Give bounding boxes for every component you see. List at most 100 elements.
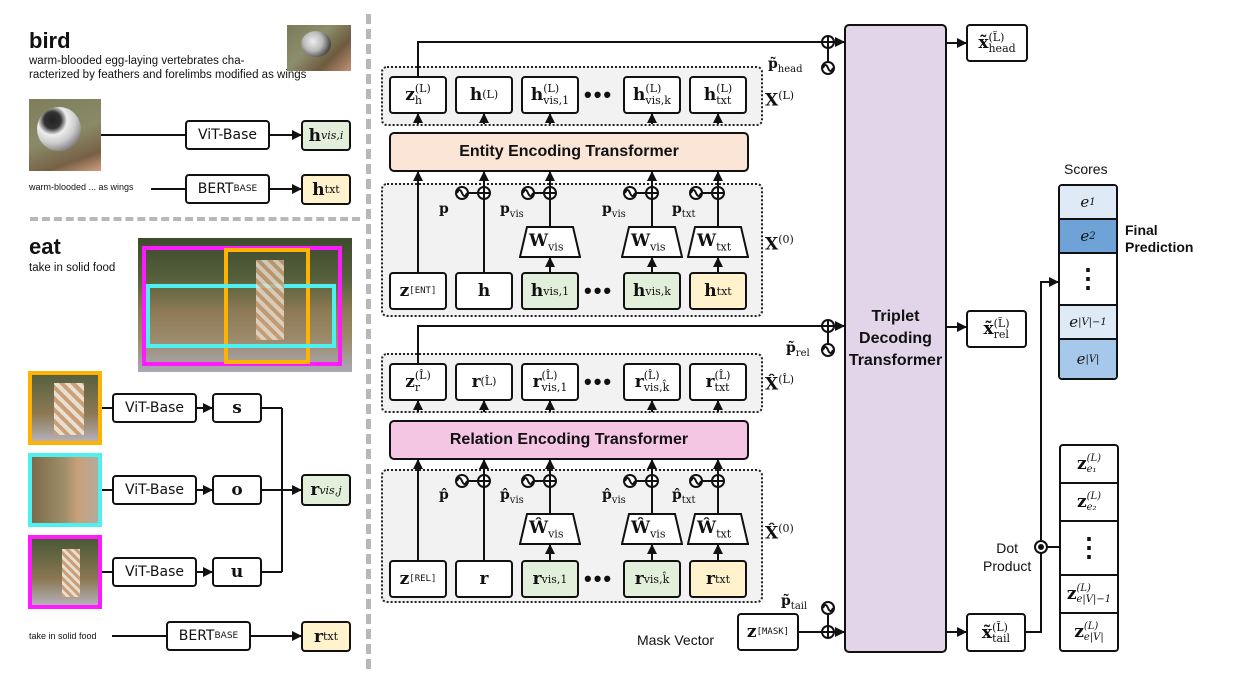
relation-output-token-sup: (L̂) [541,369,558,382]
relation-input-token-sub: vis,k̂ [643,572,670,586]
ellipsis: ••• [584,566,614,591]
relation-output-token-sup: (L̂) [643,369,660,382]
subject-bbox [224,248,310,364]
embedding-base: z [1076,454,1087,474]
relation-output-token: r(L̂)vis,1 [521,363,579,401]
entity-position-sub: vis [509,208,524,220]
entity-input-token-base: h [477,281,491,301]
ellipsis: ••• [584,278,614,303]
entity-output-token-base: h [633,85,646,105]
entity-vit-encoder: ViT-Base [185,120,270,150]
rel-position-sub: rel [795,347,810,359]
relation-output-sequence-label: X̂(L̂) [765,373,794,395]
entity-position-base: p [500,201,510,217]
tail-output-sub: tail [992,631,1011,645]
relation-input-token-sub: txt [714,572,730,586]
relation-output-token-sup: (L̂) [414,369,431,382]
object-crop [28,453,102,527]
relation-projection-base: Ŵ [631,518,651,538]
relation-position-label: p̂ [439,487,449,506]
entity-output-token: h(L)vis,k [623,76,681,114]
entity-word: bird [29,28,71,53]
object-vit-encoder: ViT-Base [112,475,197,505]
entity-vis-feature-sub: vis,i [320,129,344,142]
union-feature: u [212,557,262,587]
dot-product-line2: Product [983,558,1032,574]
positional-encoding-icon [821,343,835,357]
entity-projection-base: W [697,231,717,251]
entity-output-token-sup: (L) [414,82,431,95]
relation-position-label: p̂vis [500,487,524,506]
relation-output-token: r(L̂)txt [689,363,747,401]
entity-output-token: h(L) [455,76,513,114]
tail-output-base: x̃ [981,622,993,643]
relation-output-token-sub: txt [714,381,730,394]
entity-input-token: h [455,272,513,310]
relation-input-token-base: r [634,569,644,589]
final-prediction-line2: Prediction [1125,239,1194,255]
mask-token-sub: [MASK] [756,627,790,637]
bird-image [29,99,101,171]
relation-word: eat [29,234,61,259]
relation-output-token: r(L̂)vis,k̂ [623,363,681,401]
head-output-sup: (L̃) [988,31,1005,44]
entity-output-token-sub: txt [716,94,732,107]
embedding-base: z [1074,622,1084,642]
entity-input-token-sub: [ENT] [409,286,437,296]
relation-bert-sub: BASE [214,631,239,641]
embedding-sub: e|V|−1 [1076,594,1112,605]
relation-projection-sub: vis [650,527,666,541]
entity-output-token-sub: h [414,94,422,107]
embedding-sup: (L) [1083,621,1099,632]
embedding-sup: (L) [1086,453,1102,464]
bird-thumbnail-image [287,25,351,71]
subject-crop [28,371,102,445]
relation-input-sequence-base: X̂ [765,523,779,544]
relation-position-sub: vis [611,494,626,506]
score-sub: 1 [1089,196,1096,208]
head-position-label: p̃head [768,56,803,75]
rel-position-label: p̃rel [786,340,810,359]
score-cell: e|V|−1 [1060,306,1116,340]
entity-output-token: h(L)txt [689,76,747,114]
relation-position-sub: vis [509,494,524,506]
relation-txt-feature-sub: txt [322,630,338,643]
entity-input-token-sub: vis,k [645,284,671,298]
relation-output-token-sub: vis,k̂ [643,381,670,394]
dot-product-icon [1034,540,1048,554]
sine-stroke [822,64,834,72]
positional-encoding-icon [821,61,835,75]
relation-projection-1 [519,513,581,545]
relation-position-base: p̂ [439,487,449,503]
relation-output-sequence-base: X̂ [765,374,779,395]
decoder-title-line3: Transformer [848,351,943,369]
relation-input-sequence-label: X̂(0) [765,522,794,544]
entity-output-sequence-label: X(L) [765,89,794,111]
entity-projection-base: W [631,231,651,251]
entity-output-token-sub: vis,1 [543,94,570,107]
embedding-sup: (L) [1086,491,1102,502]
entity-position-base: p [439,201,449,217]
entity-embedding-cell: z(L)e|V| [1061,614,1117,650]
entity-output-token: h(L)vis,1 [521,76,579,114]
embedding-sub: e₂ [1086,502,1097,513]
head-output-base: x̃ [978,33,989,53]
add-op-icon [821,35,835,49]
tail-output: x̃(L̃)tail [966,613,1026,652]
entity-output-token-sup: (L) [543,82,560,95]
score-label: e [1076,350,1086,368]
relation-position-base: p̂ [672,487,682,503]
add-op-icon [821,625,835,639]
sine-stroke [822,346,834,354]
